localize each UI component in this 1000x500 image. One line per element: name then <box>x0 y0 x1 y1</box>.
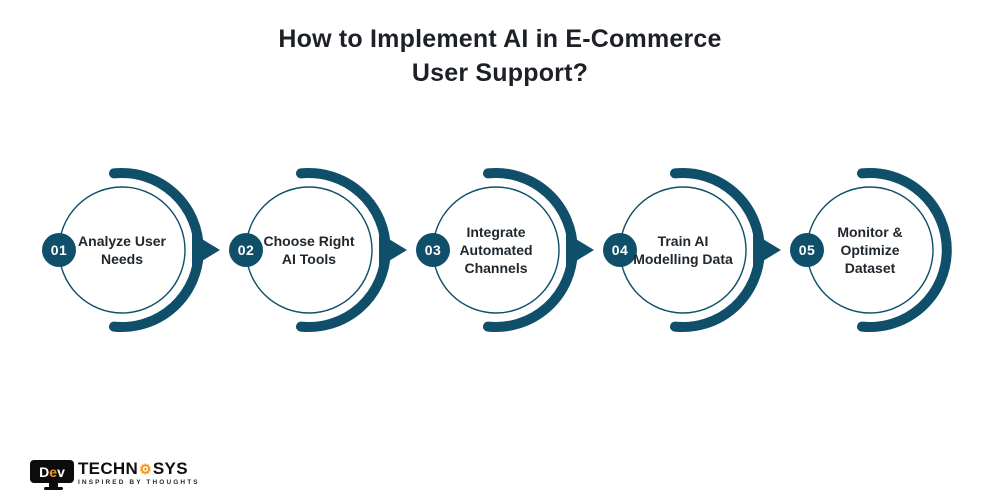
arrow-right-icon <box>753 233 781 267</box>
page-title: How to Implement AI in E-Commerce User S… <box>0 22 1000 90</box>
arrow-right-icon <box>192 233 220 267</box>
step-4-number-badge: 04 <box>603 233 637 267</box>
monitor-stand-neck <box>48 483 58 487</box>
monitor-stand-base <box>43 487 63 490</box>
step-5-label: Monitor & Optimize Dataset <box>837 224 903 276</box>
step-1-label: Analyze User Needs <box>78 233 166 267</box>
step-2-number-badge: 02 <box>229 233 263 267</box>
step-2-label: Choose Right AI Tools <box>263 233 355 267</box>
arrow-right-icon <box>379 233 407 267</box>
process-steps: 01 Analyze User Needs 02 Choose Right AI… <box>41 152 976 348</box>
logo-monitor-d: D <box>39 463 50 480</box>
step-3-number-badge: 03 <box>416 233 450 267</box>
gear-icon: ⚙ <box>139 460 152 477</box>
logo-monitor-v: v <box>57 463 65 480</box>
logo-name: TECHN ⚙ SYS <box>78 460 200 477</box>
step-5-number-badge: 05 <box>790 233 824 267</box>
step-2: 02 Choose Right AI Tools <box>228 152 415 348</box>
step-3: 03 Integrate Automated Channels <box>415 152 602 348</box>
step-1: 01 Analyze User Needs <box>41 152 228 348</box>
logo-name-right: SYS <box>152 459 188 478</box>
step-4-label: Train AI Modelling Data <box>633 233 733 267</box>
step-5-arc <box>856 168 952 332</box>
page-title-line1: How to Implement AI in E-Commerce <box>278 25 722 53</box>
logo-monitor-e: e <box>49 463 58 480</box>
step-1-number-badge: 01 <box>42 233 76 267</box>
logo-text: TECHN ⚙ SYS INSPIRED BY THOUGHTS <box>78 460 200 486</box>
step-3-label: Integrate Automated Channels <box>459 224 533 276</box>
arrow-right-icon <box>566 233 594 267</box>
step-5: 05 Monitor & Optimize Dataset <box>789 152 976 348</box>
page-title-line2: User Support? <box>411 59 589 87</box>
logo-name-left: TECHN <box>78 459 139 478</box>
logo-tagline: INSPIRED BY THOUGHTS <box>78 479 200 486</box>
step-4: 04 Train AI Modelling Data <box>602 152 789 348</box>
